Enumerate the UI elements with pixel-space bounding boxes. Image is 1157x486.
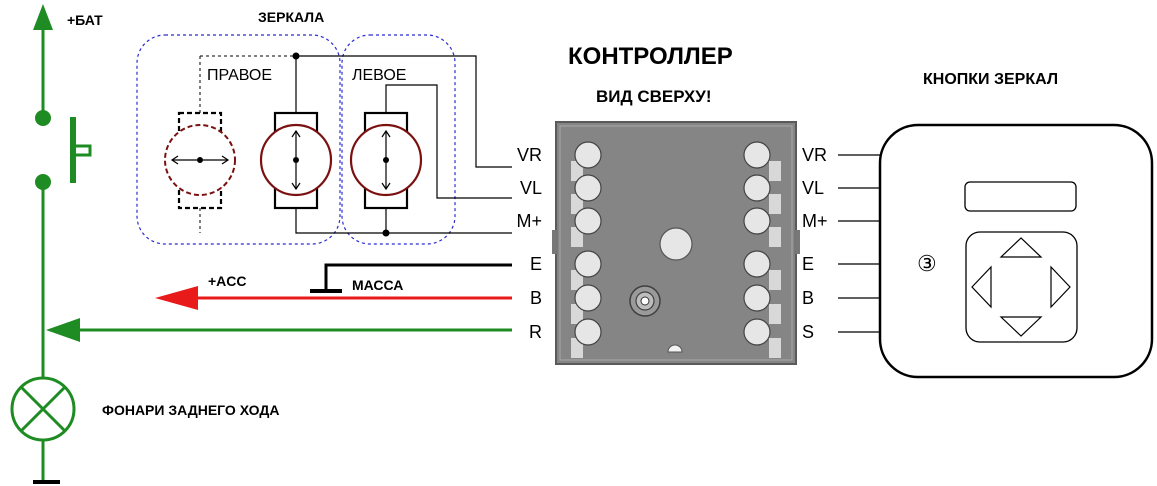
- controller-pins: [571, 141, 781, 358]
- controller-title: КОНТРОЛЛЕР: [568, 43, 733, 70]
- ground-wire-group: [310, 263, 512, 293]
- buttons-title: КНОПКИ ЗЕРКАЛ: [923, 71, 1058, 88]
- controller-pin-left: [574, 250, 602, 278]
- controller-pin-left: [574, 141, 602, 169]
- left-mirror-box: [341, 34, 456, 245]
- right-mirror-box: [136, 34, 341, 245]
- switch-contact-top: [35, 110, 51, 126]
- left-arrow-icon[interactable]: [971, 265, 992, 309]
- controller-subtitle: ВИД СВЕРХУ!: [596, 87, 712, 106]
- controller-pin-label-b: B: [530, 288, 542, 308]
- acc-arrow-icon: [155, 286, 198, 310]
- pin-leg-left: [571, 194, 583, 214]
- controller-pin-left: [574, 318, 602, 346]
- button-pin-label-e: E: [802, 254, 814, 274]
- right-mirror-motor-inactive: [164, 55, 296, 233]
- mirrors-group: [136, 34, 512, 245]
- right-arrow-icon[interactable]: [1050, 265, 1071, 309]
- left-mirror-label: ЛЕВОЕ: [352, 67, 406, 84]
- button-number-label: ③: [917, 251, 937, 276]
- controller-pin-label-mplus: M+: [516, 211, 542, 231]
- pin-leg-left: [571, 161, 583, 181]
- r-wire-arrow-icon: [46, 318, 80, 342]
- controller-center-boss: [659, 227, 693, 261]
- button-pin-label-vr: VR: [802, 145, 827, 165]
- button-pin-label-b: B: [802, 288, 814, 308]
- pin-leg-right: [769, 194, 781, 214]
- joystick-pad[interactable]: [965, 231, 1078, 343]
- battery-circuit: [10, 4, 512, 484]
- fold-button[interactable]: [964, 181, 1077, 212]
- pin-leg-left: [571, 304, 583, 324]
- pin-leg-right: [769, 270, 781, 290]
- right-mirror-motor: [259, 52, 386, 234]
- battery-label: +БАТ: [67, 12, 103, 28]
- reverse-lamps-label: ФОНАРИ ЗАДНЕГО ХОДА: [102, 402, 279, 418]
- battery-arrow-icon: [33, 4, 53, 30]
- controller-pin-right: [743, 284, 771, 312]
- controller-pin-right: [743, 250, 771, 278]
- down-arrow-icon[interactable]: [999, 316, 1043, 337]
- left-mirror-motor: [349, 84, 512, 237]
- pin-leg-right: [769, 161, 781, 181]
- controller-pin-right: [743, 207, 771, 235]
- controller-pin-label-vr: VR: [517, 145, 542, 165]
- button-pin-label-s: S: [802, 322, 814, 342]
- acc-label: +ACC: [208, 273, 247, 289]
- controller-pin-right: [743, 174, 771, 202]
- pin-leg-left: [571, 338, 583, 358]
- pin-leg-left: [571, 270, 583, 290]
- ground-label: МАССА: [352, 277, 403, 293]
- controller-pin-label-e: E: [530, 254, 542, 274]
- controller-pin-left: [574, 174, 602, 202]
- controller-pin-label-vl: VL: [520, 178, 542, 198]
- vr-wire: [296, 55, 512, 168]
- pin-leg-right: [769, 227, 781, 247]
- button-pin-label-mplus: M+: [802, 211, 828, 231]
- button-pin-label-vl: VL: [802, 178, 824, 198]
- controller-pin-left: [574, 284, 602, 312]
- controller-pin-left: [574, 207, 602, 235]
- pin-leg-right: [769, 304, 781, 324]
- pin-leg-right: [769, 338, 781, 358]
- controller-pin-right: [743, 141, 771, 169]
- mirrors-label: ЗЕРКАЛА: [258, 9, 324, 25]
- pin-leg-left: [571, 227, 583, 247]
- right-mirror-label: ПРАВОЕ: [207, 67, 272, 84]
- up-arrow-icon[interactable]: [999, 237, 1043, 258]
- controller-pin-label-r: R: [529, 322, 542, 342]
- acc-wire-group: [155, 286, 512, 310]
- controller: [552, 121, 800, 365]
- controller-pin-right: [743, 318, 771, 346]
- mirror-buttons-panel: [878, 123, 1154, 379]
